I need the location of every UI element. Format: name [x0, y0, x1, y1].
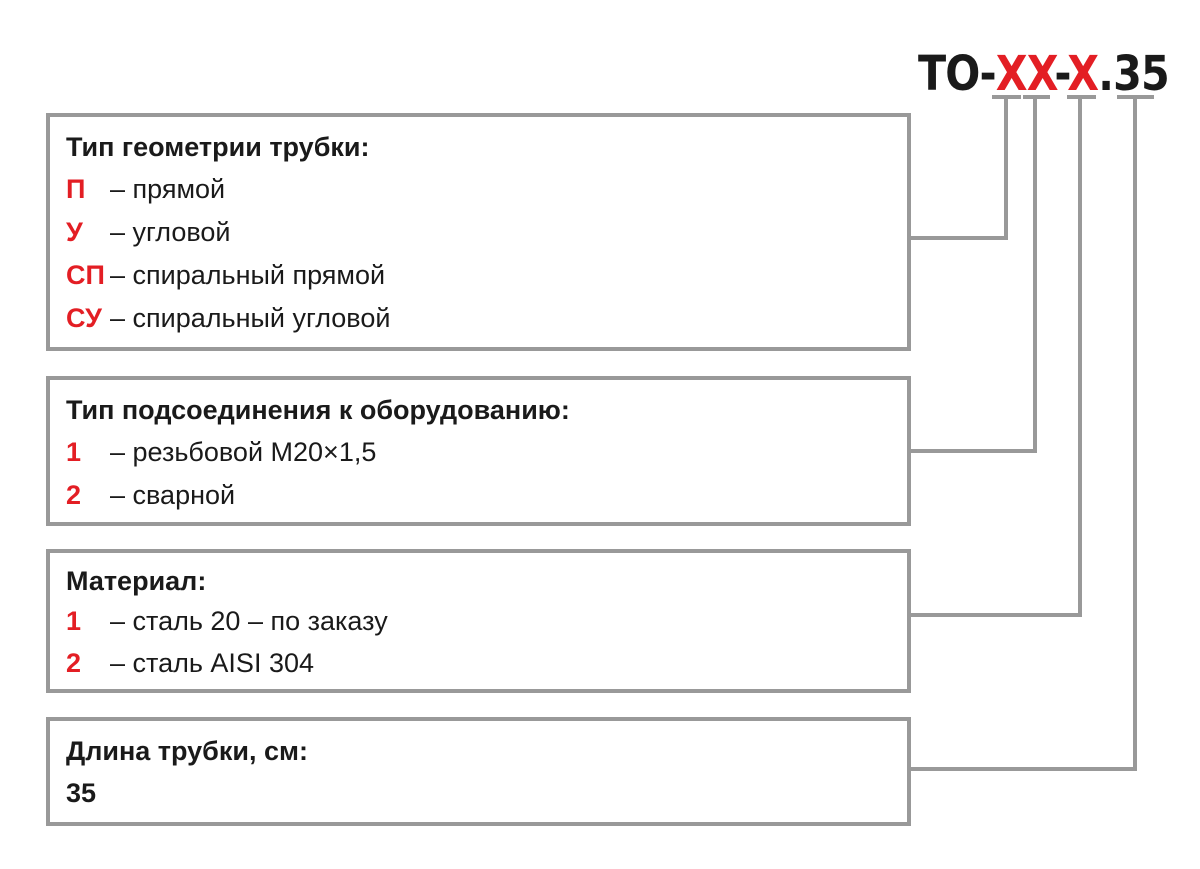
box-length: Длина трубки, см: 35	[46, 717, 911, 826]
code-length: .35	[1098, 46, 1169, 102]
code-prefix: ТО-	[918, 46, 997, 102]
list-item: 2 – сталь AISI 304	[66, 648, 314, 678]
code-geometry-connection: XX	[995, 46, 1055, 102]
list-item: П – прямой	[66, 174, 226, 204]
model-code: ТО-XX-X.35	[918, 44, 1170, 104]
box-material-title: Материал:	[66, 566, 207, 596]
connector-material	[907, 97, 1082, 617]
list-item: 1 – сталь 20 – по заказу	[66, 606, 388, 636]
box-connection: Тип подсоединения к оборудованию: 1 – ре…	[46, 376, 911, 526]
code-separator: -	[1054, 46, 1068, 102]
list-item: 2 – сварной	[66, 480, 236, 510]
box-material: Материал: 1 – сталь 20 – по заказу 2 – с…	[46, 549, 911, 693]
list-item: СП – спиральный прямой	[66, 260, 386, 290]
list-item: СУ – спиральный угловой	[66, 303, 391, 333]
box-geometry-title: Тип геометрии трубки:	[66, 132, 370, 162]
connector-connection	[907, 97, 1037, 453]
list-item: У – угловой	[66, 217, 231, 247]
connector-length	[907, 97, 1137, 771]
box-geometry: Тип геометрии трубки: П – прямой У – угл…	[46, 113, 911, 351]
box-length-value: 35	[66, 778, 97, 808]
code-material: X	[1067, 46, 1099, 102]
box-connection-title: Тип подсоединения к оборудованию:	[66, 395, 570, 425]
box-length-title: Длина трубки, см:	[66, 736, 308, 766]
connector-geometry	[907, 97, 1008, 240]
list-item: 1 – резьбовой М20×1,5	[66, 437, 377, 467]
